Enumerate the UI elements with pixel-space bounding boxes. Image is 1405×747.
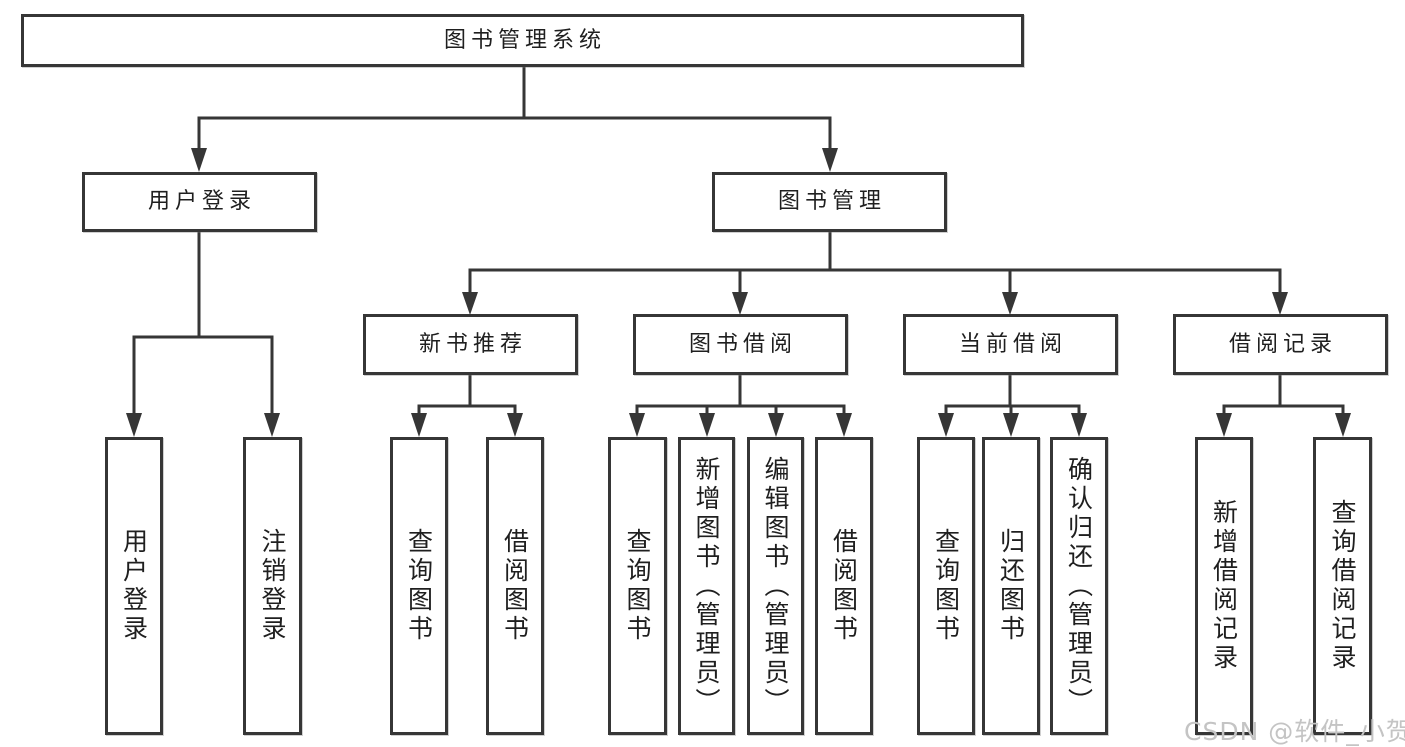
leaf-query-books-current: 查询图书 — [917, 437, 975, 735]
node-current-borrow: 当前借阅 — [903, 314, 1118, 375]
arrowhead-icon — [1071, 413, 1087, 437]
leaf-add-book-admin: 新增图书（管理员） — [678, 437, 735, 735]
leaf-add-borrow-record: 新增借阅记录 — [1195, 437, 1253, 735]
connector-current-to-leaves — [944, 372, 1081, 418]
connector-root-to-level2 — [197, 64, 832, 154]
connector-lines — [132, 64, 1345, 418]
leaf-confirm-return-admin: 确认归还（管理员） — [1050, 437, 1108, 735]
connector-records-to-leaves — [1222, 372, 1345, 418]
node-borrow-records: 借阅记录 — [1173, 314, 1388, 375]
csdn-watermark: CSDN @软件_小贺同学 — [1184, 717, 1405, 746]
arrowhead-icon — [822, 148, 838, 172]
arrowhead-icon — [264, 413, 280, 437]
arrowhead-icon — [629, 413, 645, 437]
node-book-management: 图书管理 — [712, 172, 947, 232]
arrowhead-icon — [768, 413, 784, 437]
leaf-return-books: 归还图书 — [982, 437, 1040, 735]
leaf-query-books-recommend: 查询图书 — [390, 437, 448, 735]
arrowhead-icon — [1335, 413, 1351, 437]
arrowhead-icon — [938, 413, 954, 437]
connector-newbook-to-leaves — [417, 372, 517, 418]
node-book-borrow: 图书借阅 — [633, 314, 848, 375]
arrowhead-icon — [836, 413, 852, 437]
leaf-logout: 注销登录 — [243, 437, 302, 735]
leaf-borrow-books: 借阅图书 — [815, 437, 873, 735]
leaf-user-login: 用户登录 — [105, 437, 163, 735]
node-book-management-system: 图书管理系统 — [21, 14, 1024, 67]
arrowhead-icon — [1272, 292, 1288, 315]
arrowhead-icon — [699, 413, 715, 437]
leaf-edit-book-admin: 编辑图书（管理员） — [747, 437, 804, 735]
arrowhead-icon — [462, 292, 478, 315]
arrowhead-icon — [1003, 413, 1019, 437]
arrowhead-icon — [191, 148, 207, 172]
node-user-login: 用户登录 — [82, 172, 317, 232]
arrowhead-icon — [1216, 413, 1232, 437]
leaf-query-borrow-record: 查询借阅记录 — [1313, 437, 1372, 735]
connector-bookmgmt-to-level3 — [468, 229, 1282, 297]
arrowhead-icon — [411, 413, 427, 437]
arrowhead-icon — [732, 292, 748, 315]
arrowheads — [126, 148, 1351, 437]
arrowhead-icon — [126, 413, 142, 437]
connector-login-to-leaves — [132, 229, 274, 418]
leaf-query-books-borrow: 查询图书 — [608, 437, 667, 735]
leaf-borrow-books-recommend: 借阅图书 — [486, 437, 544, 735]
connector-borrow-to-leaves — [635, 372, 846, 418]
arrowhead-icon — [1002, 292, 1018, 315]
node-new-book-recommend: 新书推荐 — [363, 314, 578, 375]
arrowhead-icon — [507, 413, 523, 437]
